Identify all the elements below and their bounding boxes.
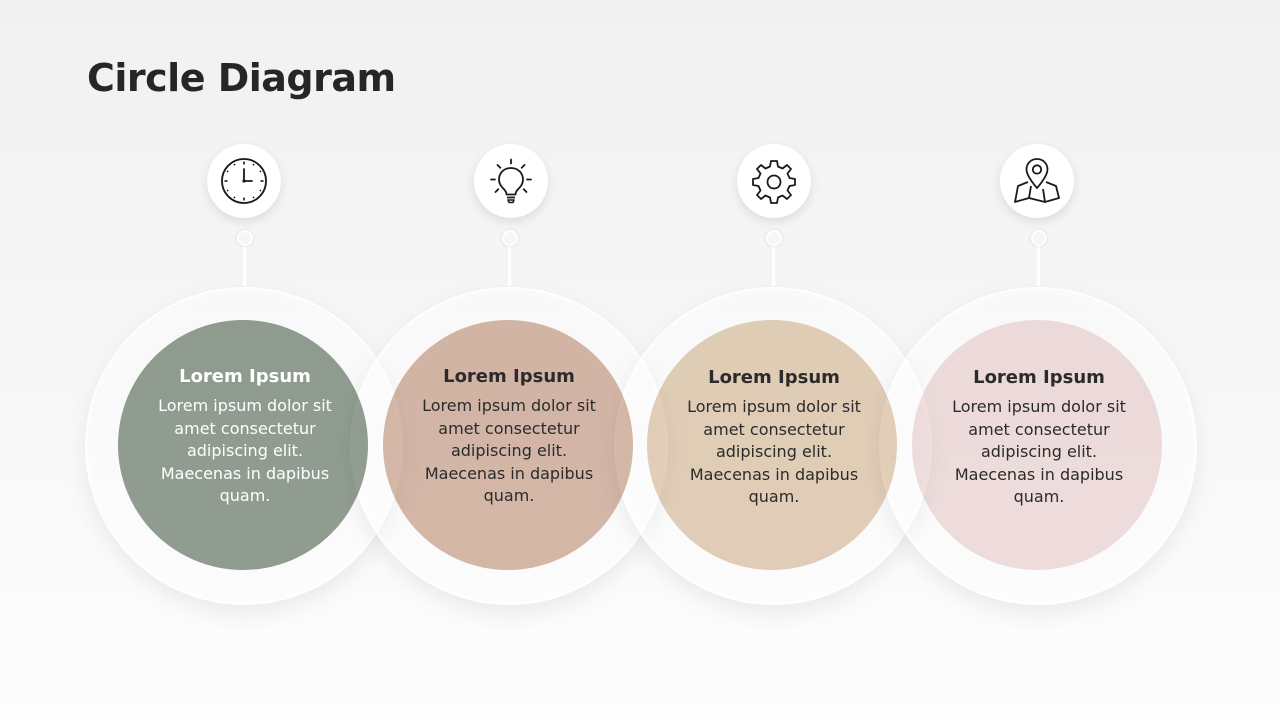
item-text-3: Lorem Ipsum Lorem ipsum dolor sit amet c… (674, 367, 874, 509)
item-body-2: Lorem ipsum dolor sit amet consectetur a… (422, 396, 596, 505)
item-body-1: Lorem ipsum dolor sit amet consectetur a… (158, 396, 332, 505)
inner-circle-4 (912, 320, 1162, 570)
page-title: Circle Diagram (87, 56, 396, 100)
item-heading-3: Lorem Ipsum (708, 367, 840, 388)
item-heading-1: Lorem Ipsum (179, 366, 311, 387)
item-text-1: Lorem Ipsum Lorem ipsum dolor sit amet c… (145, 366, 345, 508)
inner-circle-3 (647, 320, 897, 570)
inner-circle-2 (383, 320, 633, 570)
connector-line-3 (772, 246, 775, 286)
connector-line-1 (243, 246, 246, 286)
connector-dot-2 (502, 230, 518, 246)
connector-dot-3 (766, 230, 782, 246)
item-body-4: Lorem ipsum dolor sit amet consectetur a… (952, 397, 1126, 506)
item-heading-4: Lorem Ipsum (973, 367, 1105, 388)
icon-badge-4 (1000, 144, 1074, 218)
gear-icon (752, 160, 796, 204)
icon-badge-2 (474, 144, 548, 218)
item-text-4: Lorem Ipsum Lorem ipsum dolor sit amet c… (939, 367, 1139, 509)
clock-icon (221, 158, 267, 204)
connector-line-2 (508, 246, 511, 286)
item-text-2: Lorem Ipsum Lorem ipsum dolor sit amet c… (409, 366, 609, 508)
icon-badge-1 (207, 144, 281, 218)
connector-dot-1 (237, 230, 253, 246)
map-pin-icon (1014, 158, 1060, 203)
item-heading-2: Lorem Ipsum (443, 366, 575, 387)
inner-circle-1 (118, 320, 368, 570)
icon-badge-3 (737, 144, 811, 218)
connector-dot-4 (1031, 230, 1047, 246)
connector-line-4 (1037, 246, 1040, 286)
item-body-3: Lorem ipsum dolor sit amet consectetur a… (687, 397, 861, 506)
lightbulb-icon (490, 158, 532, 204)
